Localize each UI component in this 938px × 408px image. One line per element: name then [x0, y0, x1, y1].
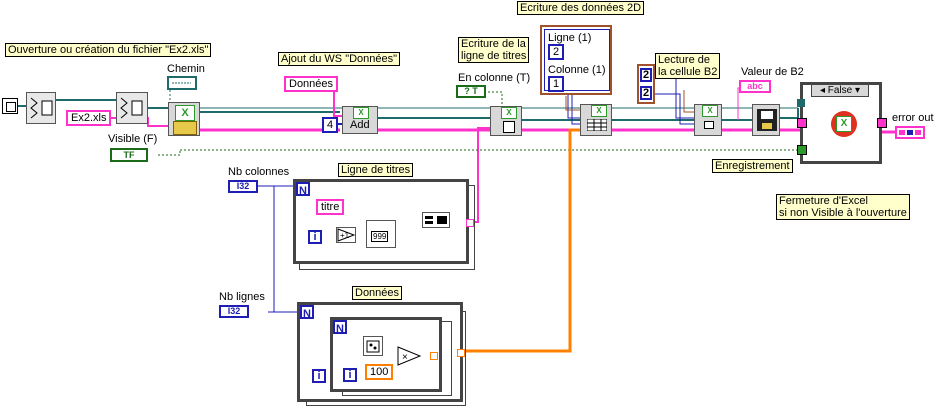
error-cluster-icon [899, 130, 921, 135]
case-value: False [827, 85, 853, 96]
concatenate-node[interactable] [422, 212, 450, 228]
label-write-2d: Ecriture des données 2D [517, 1, 645, 15]
label-write-titles: Ecriture de la ligne de titres [458, 37, 530, 63]
svg-text:×: × [402, 352, 408, 363]
add-label: Add [350, 119, 370, 131]
loop-index-terminal: i [308, 230, 322, 244]
close-excel-node[interactable]: X [831, 111, 857, 137]
nb-rows-control[interactable]: I32 [219, 305, 249, 318]
b2-value-indicator[interactable]: abc [739, 80, 771, 93]
increment-node[interactable]: +1 [336, 227, 356, 243]
table-icon [587, 119, 607, 131]
cluster-b2[interactable]: 2 2 [637, 64, 655, 104]
b2-col[interactable]: 2 [640, 86, 652, 100]
excel-icon: X [702, 105, 718, 117]
case-selector[interactable]: ◂ False ▾ [811, 84, 869, 97]
label-visible: Visible (F) [108, 133, 158, 145]
add-mode-constant[interactable]: 4 [322, 117, 339, 133]
nb-columns-control[interactable]: I32 [228, 180, 258, 193]
column-icon [503, 121, 515, 133]
inner-count-terminal: N [333, 320, 347, 335]
chevron-down-icon: ▾ [855, 85, 861, 96]
tunnel-in [797, 118, 807, 128]
inner-index-terminal: i [343, 368, 357, 382]
label-b2-value: Valeur de B2 [741, 66, 804, 78]
outer-count-terminal: N [300, 305, 314, 320]
number-to-string-node[interactable]: 999 [366, 220, 396, 248]
label-save: Enregistrement [712, 159, 793, 173]
write-titles-node[interactable]: X [490, 106, 522, 136]
line-value[interactable]: 2 [548, 44, 565, 60]
subvi-icon [30, 97, 53, 119]
svg-text:+1: +1 [340, 231, 350, 240]
case-structure[interactable]: ◂ False ▾ X [797, 82, 887, 164]
subvi-icon [120, 97, 143, 119]
selector-terminal [797, 145, 807, 155]
write-2d-node[interactable]: X [580, 104, 612, 136]
column-value[interactable]: 1 [548, 76, 565, 92]
refnum-tunnel [797, 99, 805, 107]
read-cell-node[interactable]: X [694, 104, 722, 136]
open-subvi-node[interactable] [26, 92, 56, 124]
create-subvi-node[interactable] [116, 92, 148, 124]
outer-tunnel [457, 349, 465, 357]
loop-count-terminal: N [296, 182, 310, 197]
titles-for-loop[interactable]: N i titre +1 999 [293, 179, 474, 264]
left-arrow-icon: ◂ [819, 85, 825, 96]
excel-icon: X [175, 105, 195, 121]
path-indicator[interactable] [167, 76, 197, 90]
increment-icon: +1 [337, 228, 356, 242]
title-constant[interactable]: titre [316, 199, 345, 215]
path-terminal-icon [172, 82, 191, 84]
column-label: Colonne (1) [548, 64, 606, 76]
output-tunnel [466, 219, 474, 227]
outer-index-terminal: i [312, 369, 326, 383]
outer-for-loop[interactable]: N i N i 100 × [297, 302, 465, 402]
save-node[interactable] [752, 104, 780, 136]
label-path: Chemin [167, 63, 205, 75]
inner-for-loop[interactable]: N i 100 × [330, 317, 442, 392]
cell-icon [704, 121, 714, 129]
cluster-position[interactable]: Ligne (1) 2 Colonne (1) 1 [540, 25, 612, 95]
label-error-out: error out [892, 112, 934, 124]
error-out-indicator[interactable] [895, 126, 925, 139]
label-open-file: Ouverture ou création du fichier "Ex2.xl… [5, 43, 212, 57]
tunnel-out [877, 118, 887, 128]
path-constant[interactable] [2, 98, 18, 114]
multiply-node[interactable]: × [397, 346, 422, 366]
random-node[interactable] [363, 336, 383, 356]
floppy-icon [757, 109, 777, 131]
b2-row[interactable]: 2 [640, 68, 652, 82]
inner-tunnel [430, 352, 438, 360]
label-title-line: Ligne de titres [338, 163, 414, 177]
multiplier-constant[interactable]: 100 [365, 364, 394, 380]
label-data: Données [352, 286, 403, 300]
excel-icon: X [353, 107, 369, 119]
label-add-ws: Ajout du WS "Données" [278, 52, 401, 66]
folder-icon [173, 121, 197, 135]
visible-control[interactable]: TF [110, 148, 148, 162]
excel-icon: X [501, 107, 517, 119]
label-in-column: En colonne (T) [458, 72, 531, 84]
multiply-icon: × [397, 346, 422, 366]
line-label: Ligne (1) [548, 32, 592, 44]
excel-open-node[interactable]: X [168, 102, 200, 136]
concatenate-icon [425, 216, 447, 224]
add-worksheet-node[interactable]: X Add [342, 106, 378, 134]
excel-icon: X [591, 105, 607, 117]
true-icon: ? T [464, 86, 478, 96]
in-column-constant[interactable]: ? T [456, 85, 486, 98]
label-nb-columns: Nb colonnes [228, 166, 290, 178]
label-nb-rows: Nb lignes [219, 291, 265, 303]
dice-icon [366, 340, 380, 353]
sheet-name-constant[interactable]: Données [284, 76, 339, 92]
label-close-excel: Fermeture d'Excel si non Visible à l'ouv… [776, 194, 910, 220]
max-label: 999 [371, 231, 389, 242]
filename-constant[interactable]: Ex2.xls [66, 110, 112, 126]
excel-icon: X [836, 116, 852, 132]
label-read-b2: Lecture de la cellule B2 [655, 53, 721, 79]
